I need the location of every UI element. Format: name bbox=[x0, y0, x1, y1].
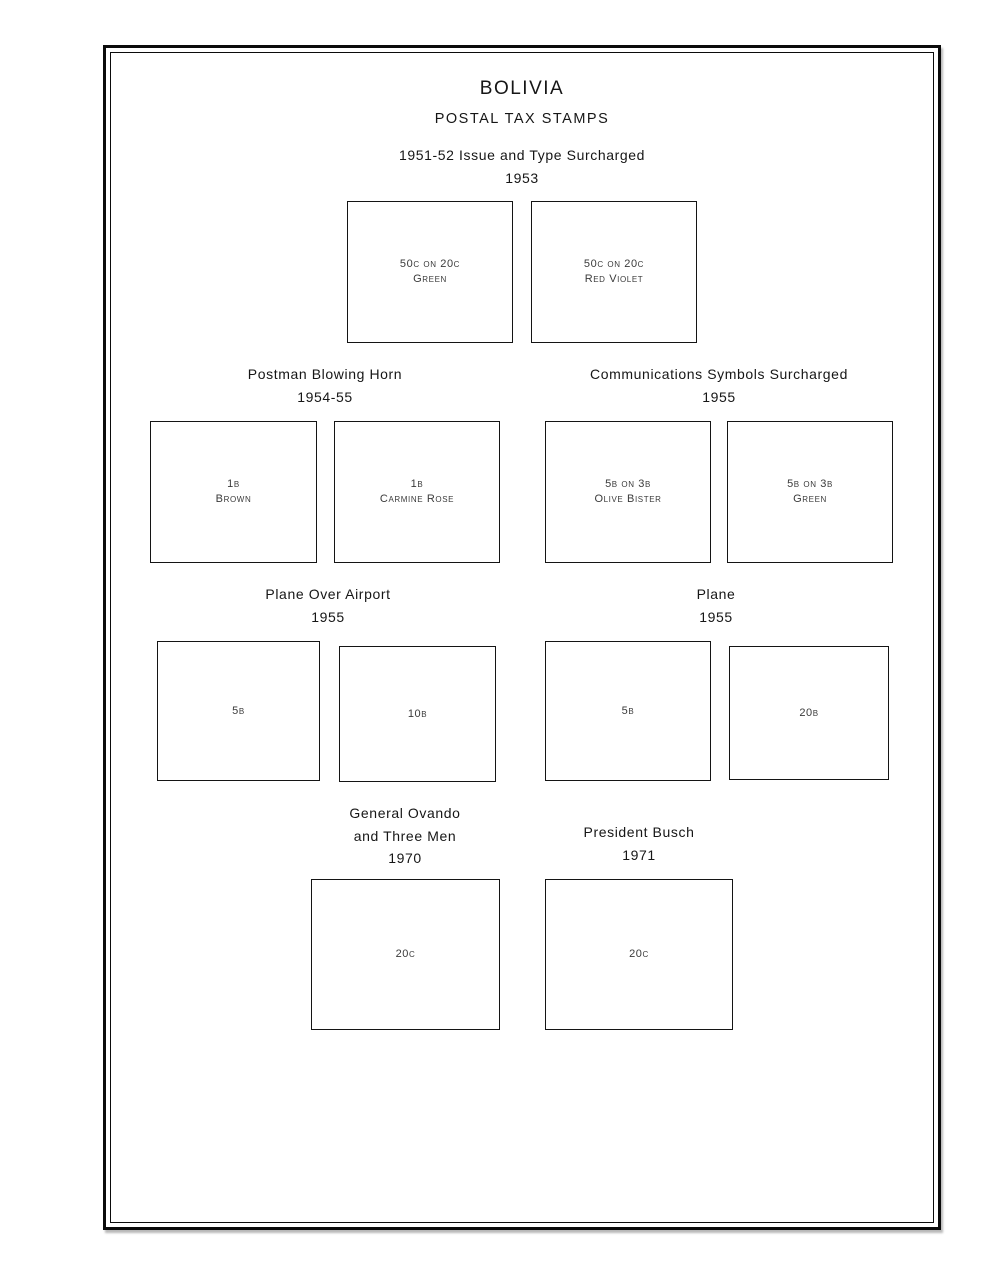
section-heading: Plane bbox=[696, 586, 736, 602]
stamp-label: 5b bbox=[232, 704, 245, 717]
stamp-label: 1b Brown bbox=[215, 478, 252, 505]
stamp-label: 5b on 3b Green bbox=[787, 478, 833, 505]
stamp-box-5b-plane: 5b bbox=[545, 641, 711, 781]
stamp-label: 10b bbox=[407, 707, 428, 720]
section-header-plane: Plane 1955 bbox=[697, 583, 736, 628]
stamp-box-5b-on-3b-green: 5b on 3b Green bbox=[727, 421, 893, 563]
stamp-box-50c-on-20c-red-violet: 50c on 20c Red Violet bbox=[531, 201, 697, 343]
section-heading: President Busch bbox=[583, 824, 695, 840]
stamp-label: 5b on 3b Olive Bister bbox=[594, 478, 662, 505]
stamp-label: 20b bbox=[799, 706, 819, 719]
section-year: 1955 bbox=[702, 388, 736, 405]
stamp-box-5b-on-3b-olive-bister: 5b on 3b Olive Bister bbox=[545, 421, 711, 563]
stamp-box-20c-ovando: 20c bbox=[311, 879, 500, 1030]
section-header-communications-symbols: Communications Symbols Surcharged 1955 bbox=[590, 363, 848, 408]
page-subtitle: POSTAL TAX STAMPS bbox=[434, 111, 610, 127]
stamp-label: 20c bbox=[395, 948, 416, 960]
stamp-label: 1b Carmine Rose bbox=[379, 478, 455, 505]
stamp-box-1b-brown: 1b Brown bbox=[150, 421, 317, 563]
section-year: 1971 bbox=[622, 846, 656, 863]
section-year: 1954-55 bbox=[297, 388, 353, 405]
section-year: 1953 bbox=[505, 169, 539, 186]
section-header-general-ovando: General Ovando and Three Men 1970 bbox=[349, 802, 460, 870]
stamp-box-10b-airport: 10b bbox=[339, 646, 496, 782]
country-title: BOLIVIA bbox=[479, 78, 565, 99]
section-year: 1955 bbox=[699, 608, 733, 625]
section-heading: Postman Blowing Horn bbox=[247, 366, 403, 382]
stamp-box-1b-carmine-rose: 1b Carmine Rose bbox=[334, 421, 500, 563]
section-heading: 1951-52 Issue and Type Surcharged bbox=[398, 147, 646, 163]
page-frame-inner-rule bbox=[110, 52, 934, 1223]
stamp-label: 50c on 20c Green bbox=[399, 258, 461, 285]
section-heading: Communications Symbols Surcharged bbox=[590, 366, 848, 382]
stamp-label: 20c bbox=[629, 948, 649, 960]
stamp-label: 5b bbox=[621, 704, 635, 717]
section-header-postman-blowing-horn: Postman Blowing Horn 1954-55 bbox=[248, 363, 402, 408]
section-header-president-busch: President Busch 1971 bbox=[584, 821, 695, 866]
section-header-plane-over-airport: Plane Over Airport 1955 bbox=[265, 583, 390, 628]
section-header-issue-1953: 1951-52 Issue and Type Surcharged 1953 bbox=[399, 144, 645, 189]
section-heading: General Ovando and Three Men bbox=[349, 805, 461, 844]
section-year: 1955 bbox=[311, 608, 345, 625]
stamp-box-50c-on-20c-green: 50c on 20c Green bbox=[347, 201, 513, 343]
stamp-box-5b-airport: 5b bbox=[157, 641, 320, 781]
section-year: 1970 bbox=[388, 850, 422, 866]
stamp-box-20c-busch: 20c bbox=[545, 879, 733, 1030]
page-frame bbox=[103, 45, 941, 1230]
stamp-box-20b-plane: 20b bbox=[729, 646, 889, 780]
stamp-label: 50c on 20c Red Violet bbox=[583, 258, 645, 285]
section-heading: Plane Over Airport bbox=[265, 586, 391, 602]
